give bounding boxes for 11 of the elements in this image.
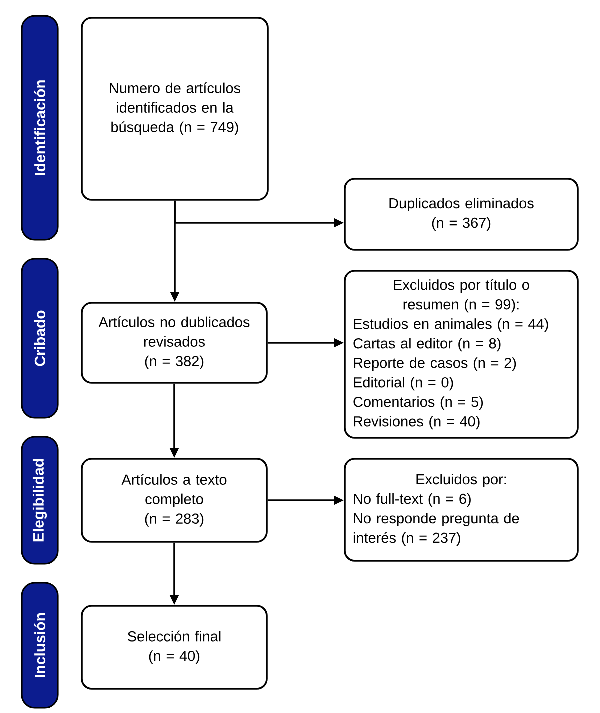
process-box: Excluidos por título o resumen (n = 99): Estudios en animales (n = 44) Cartas al editor (n = 8) Reporte de casos (n = 2) Editorial (n = 0) Comentarios (n = 5) Revisiones (n = 40) (344, 270, 579, 439)
stage-band: Cribado (21, 258, 59, 419)
process-box: Artículos a texto completo (n = 283) (81, 458, 268, 543)
process-box: Excluidos por: No full-text (n = 6) No responde pregunta de interés (n = 237) (344, 458, 579, 562)
process-box: Numero de artículos identificados en la búsqueda (n = 749) (81, 17, 269, 201)
process-box: Selección final (n = 40) (81, 605, 268, 690)
process-box: Artículos no dublicados revisados (n = 382) (81, 302, 268, 384)
process-box: Duplicados eliminados (n = 367) (344, 178, 579, 251)
stage-band: Elegibilidad (21, 436, 59, 565)
stage-band: Identificación (21, 15, 59, 241)
stage-band: Inclusión (21, 582, 59, 709)
